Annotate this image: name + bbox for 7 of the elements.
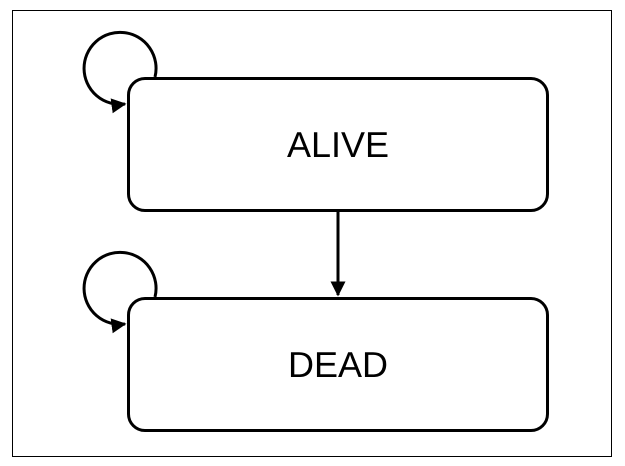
state-box (127, 297, 549, 432)
state-label: DEAD (288, 342, 388, 386)
state-box (127, 77, 549, 212)
state-label: ALIVE (286, 122, 390, 166)
arrow (330, 212, 346, 296)
self-loop-arrow (82, 30, 158, 112)
self-loop-arrow (82, 250, 158, 332)
